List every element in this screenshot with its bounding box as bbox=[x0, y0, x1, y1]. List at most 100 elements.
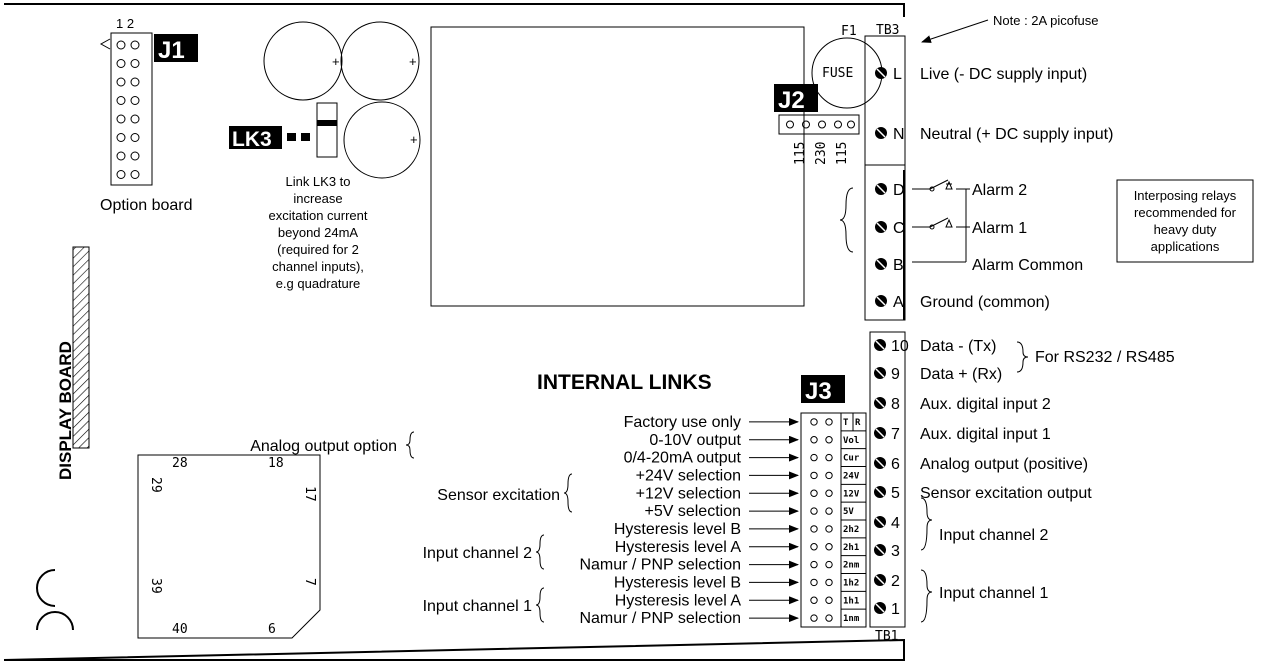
tb1-screw-1 bbox=[874, 602, 886, 614]
ce-mark-icon bbox=[36, 569, 74, 631]
tb1-screw-2 bbox=[874, 574, 886, 586]
tb1-screw-4 bbox=[874, 516, 886, 528]
tb1-screw-6 bbox=[874, 457, 886, 469]
j3-link-desc: 0-10V output bbox=[649, 432, 741, 449]
tb1-terminal-id: 7 bbox=[891, 426, 900, 443]
group-analog-output: Analog output option bbox=[250, 438, 397, 455]
tb1-terminal-id: 10 bbox=[891, 338, 909, 355]
tb1-screw-8 bbox=[874, 397, 886, 409]
j1-pin bbox=[130, 114, 140, 124]
j1-pin-array bbox=[116, 40, 140, 179]
j3-link-code: 1h2 bbox=[843, 578, 859, 588]
tb1-screw-10 bbox=[874, 339, 886, 351]
j3-link-code: 1h1 bbox=[843, 596, 859, 606]
j1-pin bbox=[130, 151, 140, 161]
svg-text:+: + bbox=[409, 54, 417, 69]
j3-label-box bbox=[801, 375, 845, 403]
note-fuse: Note : 2A picofuse bbox=[993, 13, 1099, 28]
tb3-terminal-id: D bbox=[893, 182, 905, 199]
tb3-label: TB3 bbox=[876, 23, 899, 38]
tb3-terminal-desc: Live (- DC supply input) bbox=[920, 66, 1087, 83]
tb3-terminal-id: B bbox=[893, 257, 904, 274]
display-board-hatch bbox=[72, 246, 90, 449]
tb1-terminal-id: 3 bbox=[891, 543, 900, 560]
j3-link-code: T bbox=[843, 418, 849, 428]
j3-link-code: 2nm bbox=[843, 561, 860, 571]
j1-pin bbox=[130, 40, 140, 50]
j1-pin bbox=[130, 96, 140, 105]
j3-link-desc: +12V selection bbox=[636, 485, 741, 502]
tb3-terminal-id: C bbox=[893, 220, 905, 237]
j3-link-desc: Namur / PNP selection bbox=[579, 610, 741, 627]
j1-label: J1 bbox=[158, 37, 185, 64]
j3-link-desc: Factory use only bbox=[624, 414, 741, 431]
tb1-terminal-id: 8 bbox=[891, 396, 900, 413]
j2-label: J2 bbox=[778, 87, 805, 114]
lk3-label-box bbox=[229, 126, 282, 149]
tb1-terminal-desc: Data + (Rx) bbox=[920, 366, 1002, 383]
j3-link-desc: +24V selection bbox=[636, 467, 741, 484]
tb3-screw-n bbox=[875, 127, 887, 139]
j3-link-code: 5V bbox=[843, 507, 854, 517]
j1-pin bbox=[130, 133, 140, 142]
chip-pin-17: 17 bbox=[302, 486, 317, 502]
j2-voltage-115b: 115 bbox=[835, 142, 850, 165]
lk3-note-line: increase bbox=[293, 191, 342, 206]
lk3-note-line: (required for 2 bbox=[277, 242, 359, 257]
j3-link-desc: +5V selection bbox=[644, 503, 741, 520]
j1-pin bbox=[116, 96, 126, 105]
j2-header: J2 115 230 115 bbox=[774, 84, 860, 165]
tb1-screw-5 bbox=[874, 486, 886, 498]
j1-pin bbox=[130, 59, 140, 68]
tb3-screw-l bbox=[875, 67, 887, 79]
tb3-terminal-desc: Alarm 1 bbox=[972, 220, 1027, 237]
fuse-designator: F1 bbox=[841, 24, 857, 39]
tb1-label: TB1 bbox=[875, 629, 898, 644]
j3-link-desc: Hysteresis level B bbox=[614, 574, 741, 591]
j3-link-desc: Hysteresis level A bbox=[615, 539, 742, 556]
j3-link-code-2: R bbox=[855, 418, 861, 428]
tb3-terminal-desc: Alarm Common bbox=[972, 257, 1083, 274]
tb1-terminal-desc: Aux. digital input 1 bbox=[920, 426, 1051, 443]
relay-note-line: heavy duty bbox=[1154, 222, 1217, 237]
chip-outline: 28 18 29 17 39 7 40 6 bbox=[137, 454, 321, 639]
group-input-channel-2: Input channel 2 bbox=[939, 527, 1049, 544]
relay-note-line: recommended for bbox=[1134, 205, 1237, 220]
tb3-terminal-desc: Alarm 2 bbox=[972, 182, 1027, 199]
group-serial: For RS232 / RS485 bbox=[1035, 349, 1175, 366]
lk3-label: LK3 bbox=[232, 128, 272, 151]
tb1-screw-9 bbox=[874, 367, 886, 379]
lk3-note-line: excitation current bbox=[269, 208, 368, 223]
chip-pin-29: 29 bbox=[148, 477, 163, 493]
j1-header: 1 2 J1 Option board bbox=[99, 16, 198, 214]
chip-pin-6: 6 bbox=[268, 622, 276, 637]
tb1-terminal-id: 2 bbox=[891, 573, 900, 590]
internal-links-title: INTERNAL LINKS bbox=[537, 371, 712, 394]
chip-pin-39: 39 bbox=[148, 578, 163, 594]
tb3-screw-b bbox=[875, 258, 887, 270]
chip-pin-7: 7 bbox=[302, 578, 317, 586]
group-input-channel-2-links: Input channel 2 bbox=[423, 545, 533, 562]
j3-link-code: Cur bbox=[843, 454, 860, 464]
j3-label: J3 bbox=[805, 378, 832, 405]
j3-link-desc: 0/4-20mA output bbox=[624, 450, 742, 467]
j1-pin bbox=[116, 133, 126, 142]
tb3-screw-d bbox=[875, 183, 887, 195]
group-sensor-excitation: Sensor excitation bbox=[437, 487, 560, 504]
j3-link-code: 24V bbox=[843, 471, 860, 481]
j3-link-desc: Namur / PNP selection bbox=[579, 557, 741, 574]
j3-link-code: Vol bbox=[843, 436, 859, 446]
tb1-terminal-desc: Analog output (positive) bbox=[920, 456, 1088, 473]
tb1-screw-3 bbox=[874, 544, 886, 556]
capacitors: + + + bbox=[263, 21, 421, 179]
fuse-label: FUSE bbox=[822, 66, 853, 81]
group-input-channel-1-links: Input channel 1 bbox=[423, 598, 533, 615]
option-board-label: Option board bbox=[100, 197, 193, 214]
tb3-screw-a bbox=[875, 295, 887, 307]
tb1-terminal-id: 1 bbox=[891, 601, 900, 618]
j1-pin bbox=[116, 77, 126, 87]
